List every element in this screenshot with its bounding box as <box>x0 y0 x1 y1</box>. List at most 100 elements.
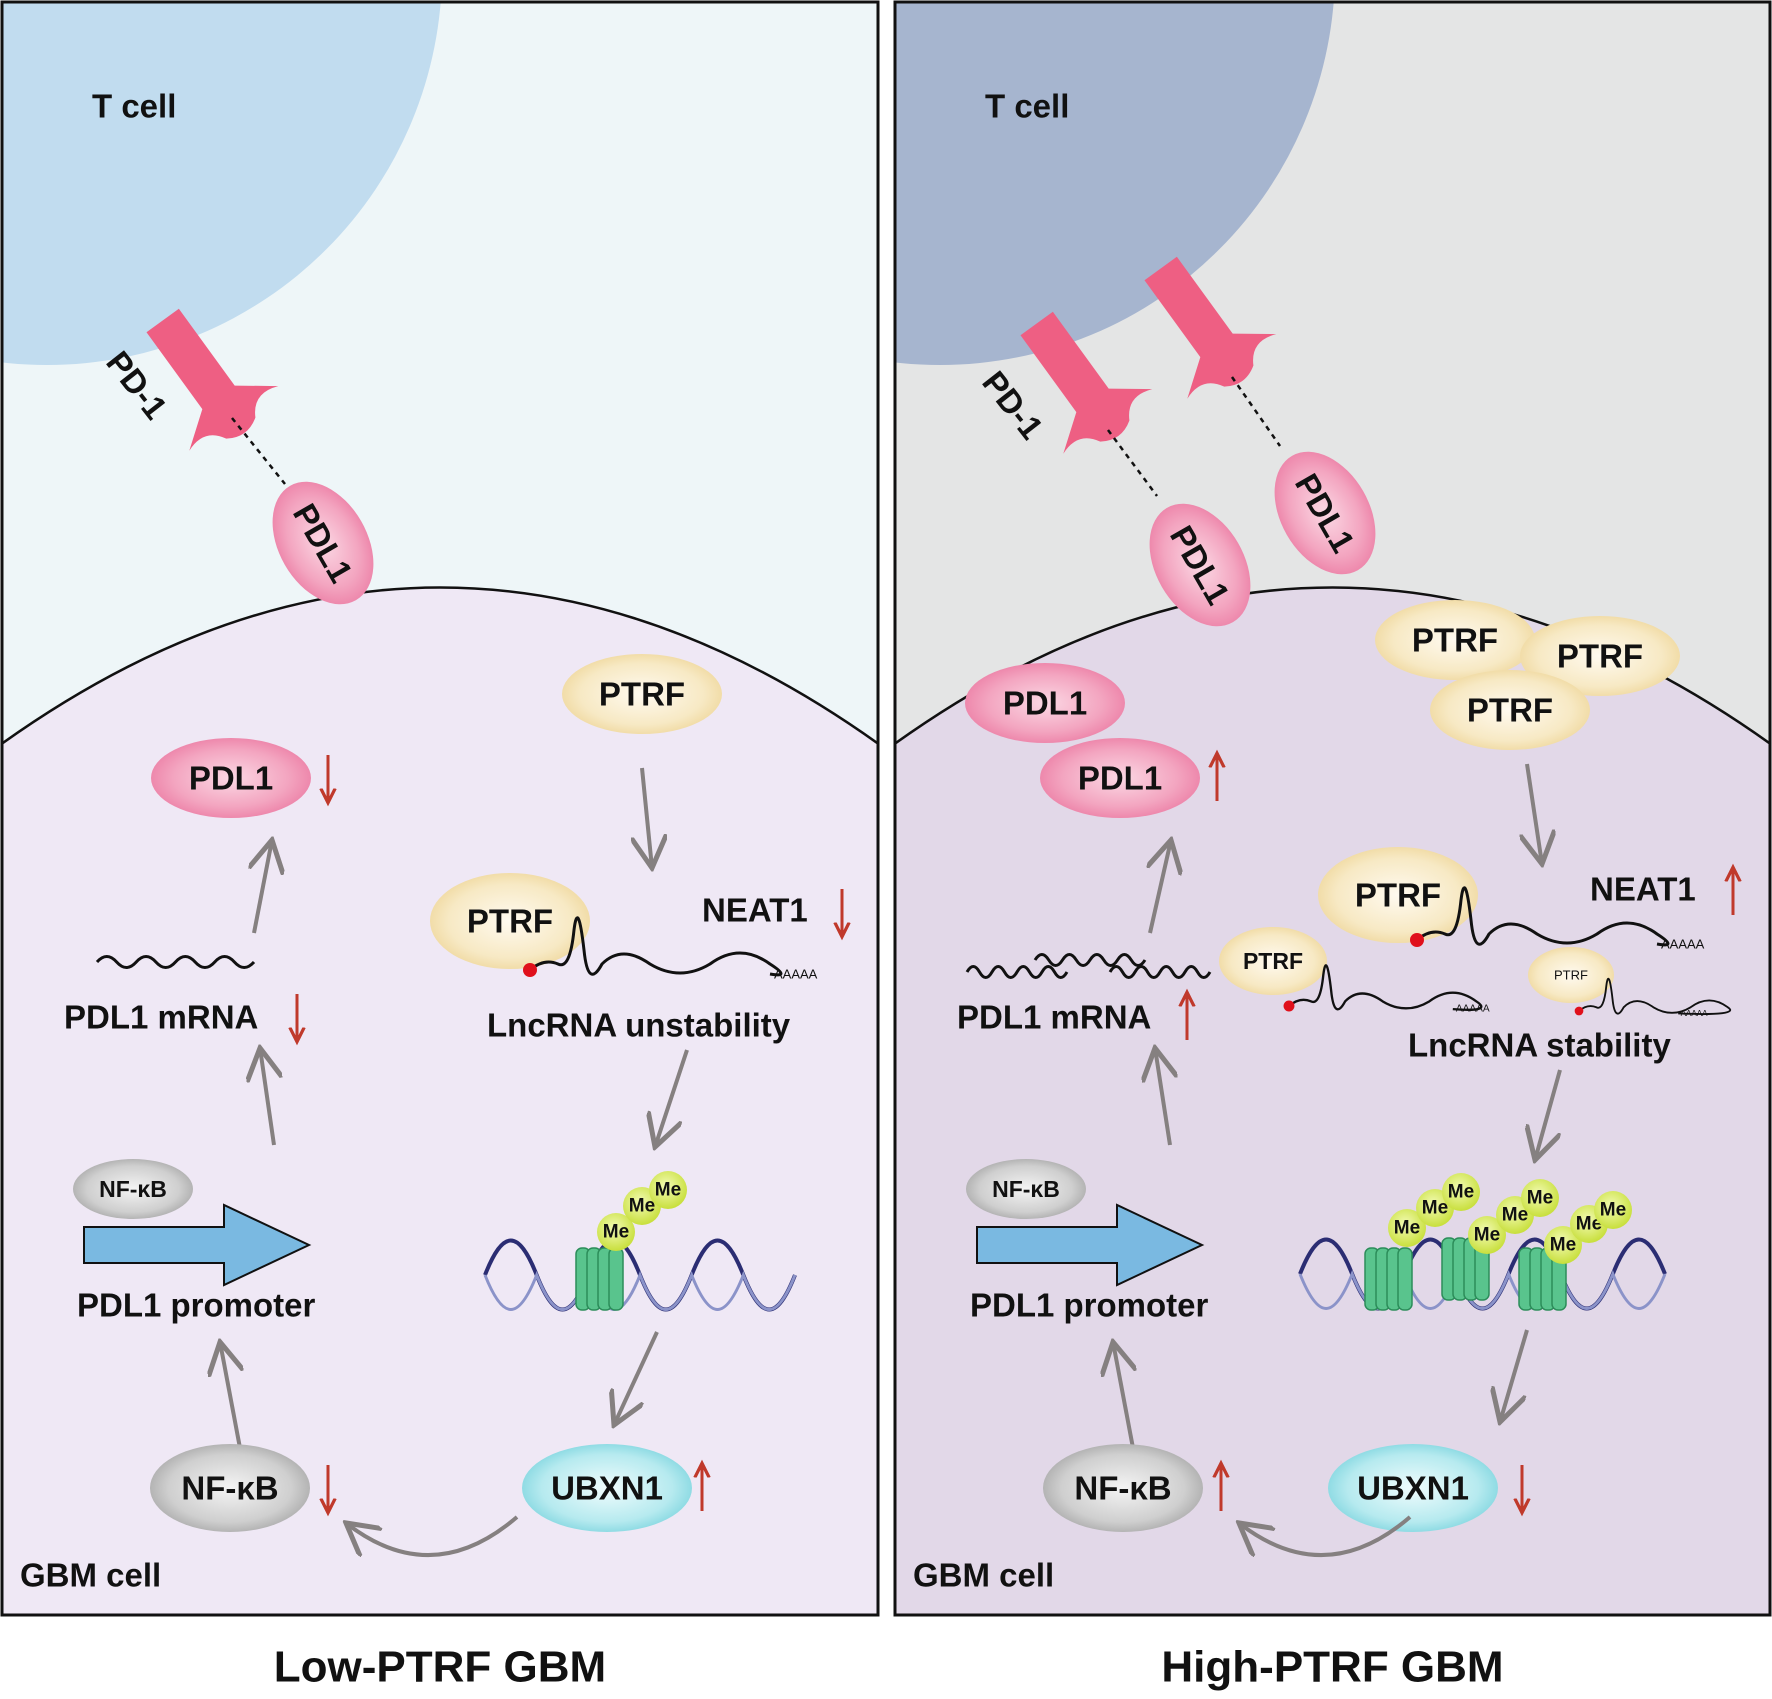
pdl1-promoter-label: PDL1 promoter <box>970 1287 1209 1324</box>
ubxn1-protein: UBXN1 <box>522 1444 692 1532</box>
pdl1-mrna-label: PDL1 mRNA <box>957 999 1151 1036</box>
methyl-mark-f: Me <box>1521 1179 1559 1217</box>
nfkb-protein-label: NF-κB <box>1074 1470 1171 1507</box>
ptrf-bound-c: PTRF <box>1528 947 1614 1003</box>
t-cell-label: T cell <box>985 88 1069 125</box>
ptrf-bound: PTRF <box>430 873 590 969</box>
nucleosome-c <box>1518 1247 1567 1311</box>
ptrf-bound-a: PTRF <box>1318 847 1478 943</box>
binding-dashes-a <box>1106 429 1159 497</box>
panel-caption: High-PTRF GBM <box>1161 1643 1503 1692</box>
neat1-rna-b-line <box>1288 964 1483 1011</box>
arrow-mrna-to-pdl1 <box>1150 840 1171 934</box>
pdl1-protein-b-shape <box>965 663 1125 743</box>
ptrf-bound-b-shape <box>1219 927 1327 995</box>
pdl1-mrna-label: PDL1 mRNA <box>64 999 258 1036</box>
ptrf-protein-c: PTRF <box>1430 670 1590 750</box>
methyl-mark-f-label: Me <box>1527 1188 1553 1209</box>
ptrf-protein-b: PTRF <box>1520 616 1680 696</box>
methyl-mark-d-shape <box>1468 1216 1506 1254</box>
pdl1-membrane-shape <box>272 481 374 605</box>
neat1-rna-a: AAAAA <box>1410 886 1705 952</box>
gbm-cell-label: GBM cell <box>913 1557 1054 1594</box>
panel-border <box>893 0 1772 1617</box>
pdl1-mrna-strand-a <box>965 965 1069 979</box>
methyl-mark-a: Me <box>1388 1209 1426 1247</box>
pdl1-mrna-strand-b <box>1033 953 1147 967</box>
arrow-mrna-to-pdl1 <box>254 840 272 934</box>
neat1-label: NEAT1 <box>1590 871 1696 908</box>
nfkb-protein-label: NF-κB <box>181 1470 278 1507</box>
ptrf-bound-a-label: PTRF <box>1355 877 1441 914</box>
ptrf-protein-a-label: PTRF <box>1412 622 1498 659</box>
methyl-mark-d: Me <box>1468 1216 1506 1254</box>
ptrf-bound-b: PTRF <box>1219 927 1327 995</box>
ptrf-bound-a-shape <box>1318 847 1478 943</box>
pdl1-promoter-label: PDL1 promoter <box>77 1287 316 1324</box>
methyl-mark-c-shape <box>1442 1173 1480 1211</box>
nucleosome-disc <box>608 1247 624 1311</box>
pdl1-mrna-strand-c <box>1108 965 1212 979</box>
neat1-rna-c-cap-icon <box>1574 1006 1584 1016</box>
pdl1-protein: PDL1 <box>1040 738 1200 818</box>
ptrf-protein-c-shape <box>1430 670 1590 750</box>
methyl-mark-c: Me <box>649 1171 687 1209</box>
arrow-nfkb-to-promoter <box>220 1342 240 1449</box>
nfkb-protein-shape <box>1043 1444 1203 1532</box>
ptrf-protein: PTRF <box>562 654 722 734</box>
t-cell <box>895 2 1334 365</box>
arrow-ptrf-to-neat1 <box>642 767 652 868</box>
nfkb-protein: NF-κB <box>1043 1444 1203 1532</box>
neat1-rna-cap-icon <box>523 963 537 977</box>
arrow-lncrna-to-chromatin <box>1535 1069 1562 1160</box>
methyl-mark-c-label: Me <box>655 1180 681 1201</box>
nfkb-bound-shape <box>73 1159 193 1219</box>
gbm-cell <box>2 586 878 1615</box>
pdl1-protein-label: PDL1 <box>1078 760 1162 797</box>
methyl-mark-a: Me <box>597 1213 635 1251</box>
pd1-receptor-shape <box>146 308 279 451</box>
ptrf-protein-a-shape <box>1375 600 1535 680</box>
pd1-receptor-a-shape <box>1020 311 1153 454</box>
neat1-label: NEAT1 <box>702 892 808 929</box>
methyl-mark-a-shape <box>597 1213 635 1251</box>
pdl1-protein-shape <box>1040 738 1200 818</box>
ptrf-bound-shape <box>430 873 590 969</box>
gbm-cell-label: GBM cell <box>20 1557 161 1594</box>
ptrf-protein-c-label: PTRF <box>1467 692 1553 729</box>
binding-dashes <box>231 417 286 485</box>
pdl1-mrna-strand <box>95 955 256 969</box>
neat1-rna-c-line <box>1578 977 1731 1015</box>
pdl1-membrane-a: PDL1 <box>1149 503 1251 627</box>
arrow-ptrf-to-neat1 <box>1527 763 1542 864</box>
ptrf-bound-b-label: PTRF <box>1243 948 1303 974</box>
nfkb-protein-shape <box>150 1444 310 1532</box>
neat1-rna-c-polya: AAAAA <box>1681 1009 1708 1018</box>
methyl-mark-a-shape <box>1388 1209 1426 1247</box>
ptrf-protein-b-shape <box>1520 616 1680 696</box>
methyl-mark-b-label: Me <box>629 1196 655 1217</box>
methyl-mark-h-label: Me <box>1576 1214 1602 1235</box>
methyl-mark-d-label: Me <box>1474 1225 1500 1246</box>
neat1-rna-line <box>529 916 783 977</box>
neat1-rna-a-line <box>1416 886 1670 947</box>
ptrf-bound-label: PTRF <box>467 903 553 940</box>
ptrf-protein-shape <box>562 654 722 734</box>
methyl-mark-g: Me <box>1544 1226 1582 1264</box>
pdl1-protein-b: PDL1 <box>965 663 1125 743</box>
nfkb-bound-label: NF-κB <box>992 1176 1060 1202</box>
dna-helix <box>483 1238 797 1312</box>
pd1-receptor-b <box>1144 256 1277 399</box>
arrow-chromatin-to-ubxn1 <box>614 1331 659 1425</box>
pd1-receptor <box>146 308 279 451</box>
pdl1-membrane-b: PDL1 <box>1274 451 1376 575</box>
ubxn1-protein-shape <box>522 1444 692 1532</box>
ubxn1-protein-label: UBXN1 <box>1357 1470 1469 1507</box>
methyl-mark-g-shape <box>1544 1226 1582 1264</box>
neat1-rna-b-cap-icon <box>1283 1000 1295 1012</box>
arrow-promoter-to-mrna <box>1155 1048 1170 1146</box>
arrow-promoter-to-mrna <box>260 1048 274 1146</box>
